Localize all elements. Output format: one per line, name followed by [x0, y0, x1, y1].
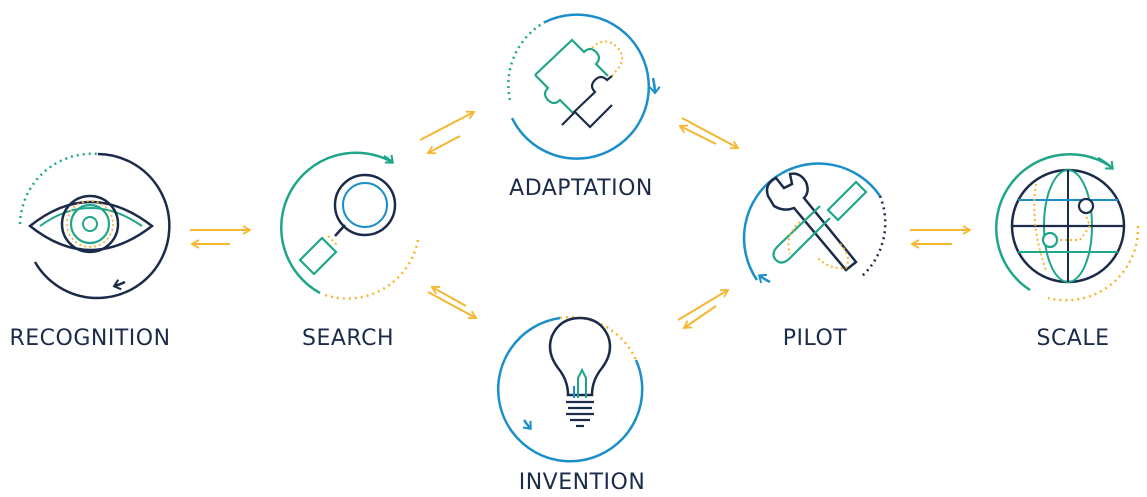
cycle-ring-dotted [321, 239, 420, 300]
cycle-ring [497, 316, 644, 463]
cycle-ring-dotted [1047, 225, 1140, 302]
connector-adaptation-pilot [678, 117, 740, 150]
stage-recognition [18, 152, 171, 300]
connector-invention-pilot [677, 289, 730, 330]
connector-recognition-search [190, 225, 252, 249]
cycle-ring [510, 13, 651, 160]
stage-scale [995, 152, 1140, 302]
cycle-arrow [383, 154, 394, 164]
cycle-arrow [1097, 156, 1114, 170]
cycle-ring [742, 162, 882, 281]
lightbulb-icon [548, 316, 612, 428]
wrench-screwdriver-icon [765, 172, 868, 272]
globe-icon [1010, 168, 1126, 284]
connector-pilot-scale [910, 225, 972, 249]
stage-label-pilot: PILOT [782, 326, 848, 351]
stage-label-adaptation: ADAPTATION [509, 176, 653, 201]
stage-label-search: SEARCH [301, 326, 395, 351]
stage-label-scale: SCALE [1036, 326, 1110, 351]
eye-icon [27, 194, 155, 254]
cycle-ring [995, 152, 1111, 292]
stage-adaptation [507, 13, 661, 160]
cycle-arrow [522, 419, 532, 430]
cycle-arrow [757, 273, 771, 284]
cycle-arrow [112, 279, 126, 291]
connector-search-invention [427, 286, 478, 320]
stage-label-recognition: RECOGNITION [9, 326, 171, 351]
cycle-ring-dotted [507, 20, 546, 101]
cycle-ring-dotted [18, 152, 99, 225]
stage-search [280, 151, 420, 300]
connector-search-adaptation [419, 110, 476, 155]
cycle-ring [280, 151, 393, 295]
cycle-arrow [649, 77, 661, 95]
puzzle-piece-icon [534, 38, 624, 129]
cycle-ring-dotted [861, 195, 887, 277]
stage-label-invention: INVENTION [518, 470, 646, 495]
stage-pilot [742, 162, 887, 284]
magnifier-icon [298, 173, 397, 276]
cycle-ring [33, 152, 171, 300]
stage-invention [497, 316, 644, 463]
